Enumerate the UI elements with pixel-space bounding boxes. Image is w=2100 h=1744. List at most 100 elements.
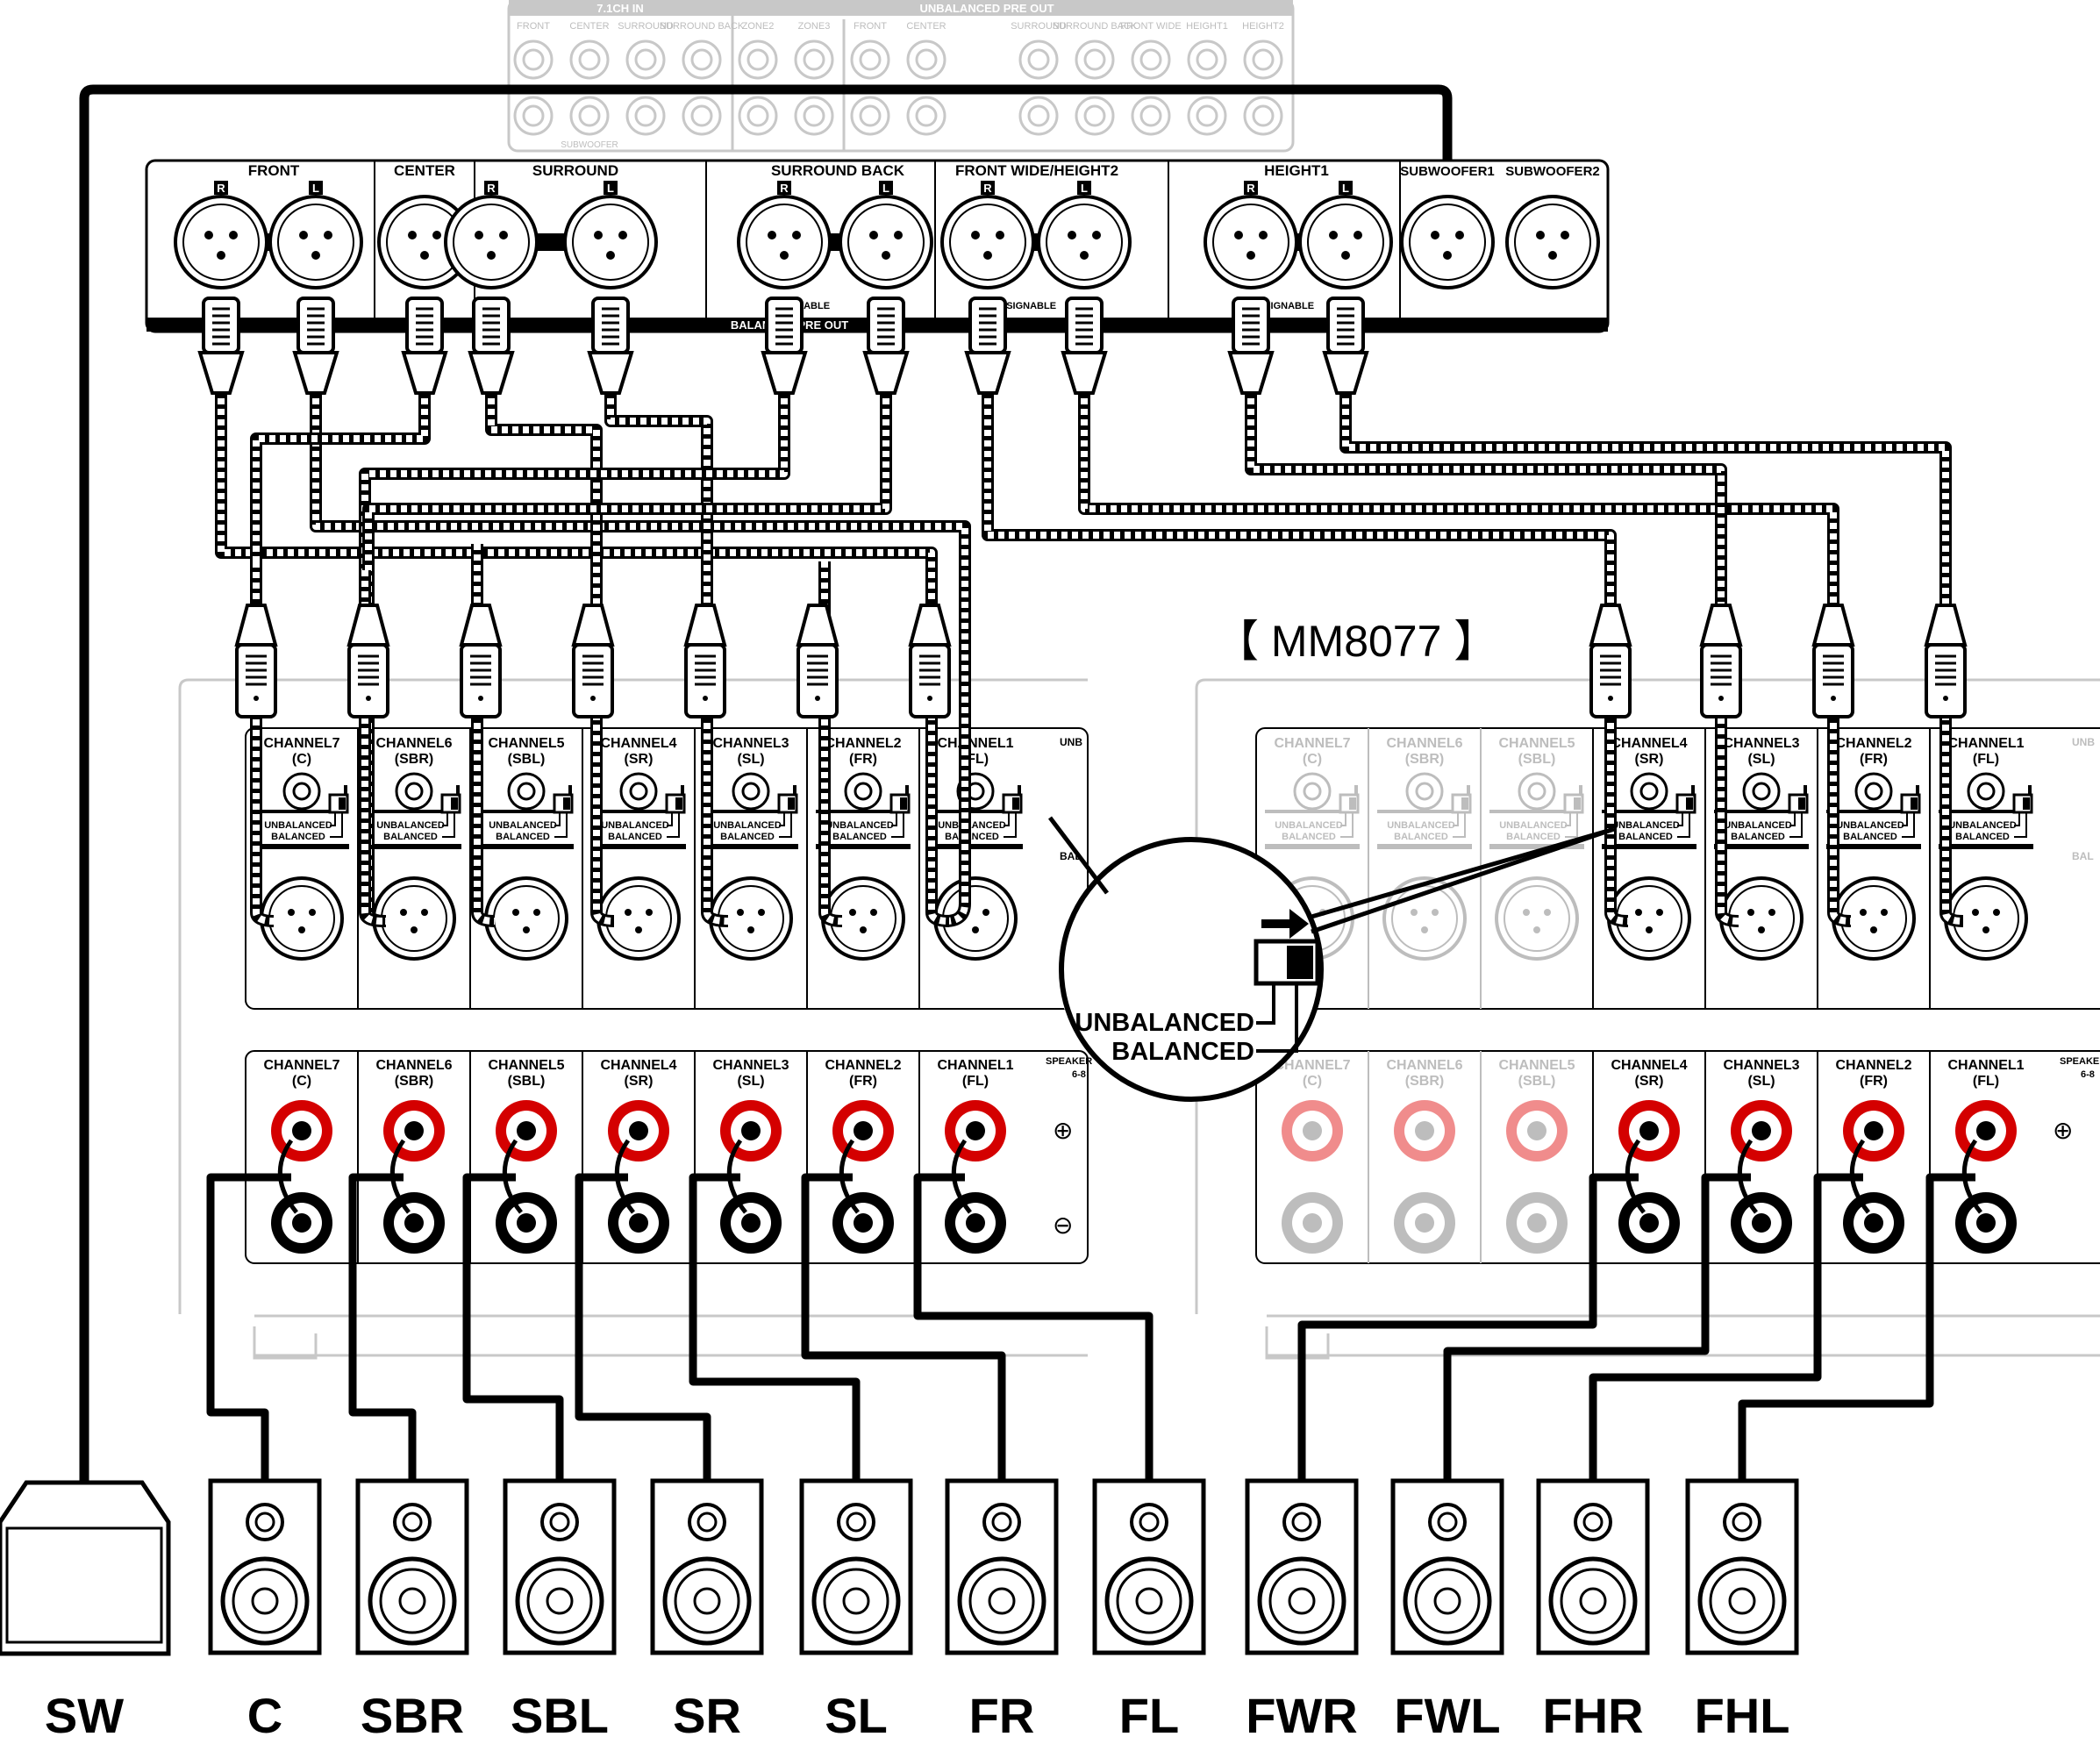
xlr-input-jack [1495, 876, 1579, 961]
speaker-terminal-plus-post [1415, 1121, 1434, 1140]
channel-mark: L [607, 182, 614, 195]
woofer-cone [968, 1568, 1035, 1634]
speaker-channel-label: CHANNEL5 [1498, 1058, 1575, 1073]
unb-rca-jack-inner [690, 104, 713, 127]
woofer [368, 1556, 457, 1646]
switch-leader [554, 812, 568, 838]
xlr-pin [1443, 251, 1452, 260]
unb-rca-jack [738, 96, 778, 136]
input-rca-jack [1518, 772, 1556, 811]
plug-dot [1608, 696, 1613, 701]
speaker-channel-sub: (C) [292, 1074, 311, 1089]
switch-balanced-label: BALANCED [271, 832, 325, 842]
xlr-jack [737, 195, 832, 289]
speaker-channel-label: CHANNEL2 [825, 1058, 901, 1073]
xlr-input-ring [1504, 885, 1570, 952]
plug-dot [1718, 696, 1724, 701]
unb-rca-jack-inner [1196, 104, 1218, 127]
top-plug-boot [292, 351, 339, 395]
speaker-channel-label: CHANNEL4 [600, 1058, 676, 1073]
balanced-group-label-2: SURROUND [532, 162, 618, 179]
speaker-cabinet [503, 1478, 617, 1655]
woofer-cap [693, 1587, 721, 1615]
switch-unbalanced-label: UNBALANCED [1611, 820, 1680, 831]
speaker-terminal-minus-post [1864, 1213, 1883, 1233]
tweeter-dome [1732, 1512, 1753, 1533]
speaker-terminal-plus-post [1976, 1121, 1996, 1140]
amp-plug-boot [1924, 604, 1968, 647]
xlr-pin [768, 231, 776, 239]
xlr-pin [1259, 231, 1268, 239]
speaker-label-sbl: SBL [511, 1688, 609, 1743]
amp-plug-boot [234, 604, 278, 647]
unb-rca-jack-inner [1027, 48, 1050, 71]
speaker-terminal-plus-post [854, 1121, 873, 1140]
switch-unbalanced-label: UNBALANCED [1387, 820, 1455, 831]
unb-rca-jack-inner [803, 104, 825, 127]
speaker-terminal-plus-post [1527, 1121, 1546, 1140]
xlr-jack-ring [746, 204, 823, 281]
tweeter-dome [1437, 1512, 1458, 1533]
switch-unbalanced-label: UNBALANCED [376, 820, 445, 831]
input-rca-jack [844, 772, 882, 811]
switch-unbalanced-label: UNBALANCED [601, 820, 669, 831]
plug-dot [703, 696, 708, 701]
tweeter-dome [1582, 1512, 1604, 1533]
xlr-input-pin [1982, 926, 1989, 933]
speaker-cabinet [1245, 1478, 1359, 1655]
top-plug-boot [1322, 351, 1369, 395]
channel-mark-box [1077, 181, 1091, 195]
channel-mark-box [214, 181, 228, 195]
channel-name-label: CHANNEL2 [1835, 736, 1911, 751]
channel-name-label: CHANNEL4 [1611, 736, 1687, 751]
callout-balanced-label: BALANCED [1111, 1038, 1254, 1066]
tweeter-dome [991, 1512, 1012, 1533]
speaker-terminal-minus-post [741, 1213, 761, 1233]
speaker-channel-sub: (SL) [737, 1074, 764, 1089]
input-rca-jack [956, 772, 995, 811]
xlr-input-pin [298, 926, 305, 933]
switch-knob [1012, 797, 1019, 810]
speaker-cabinet [1092, 1478, 1206, 1655]
speaker-label-c: C [247, 1688, 282, 1743]
speaker-label-fr: FR [969, 1688, 1035, 1743]
switch-leader [1677, 812, 1690, 838]
xlr-jack [1298, 195, 1393, 289]
unb-rca-jack-inner [915, 48, 938, 71]
balanced-group-label-1: CENTER [394, 162, 455, 179]
xlr-jack-ring [949, 204, 1026, 281]
input-rca-jack-inner [741, 782, 761, 801]
switch-underline [1939, 844, 2033, 849]
xlr-pin [1234, 231, 1243, 239]
xlr-input-pin [1768, 909, 1775, 916]
speaker-cabinet [945, 1478, 1059, 1655]
unb-rca-jack-inner [634, 48, 657, 71]
input-rca-jack-inner [1527, 782, 1546, 801]
xlr-input-pin [1411, 909, 1418, 916]
switch-unbalanced-label: UNBALANCED [713, 820, 782, 831]
speaker-terminal-minus-post [629, 1213, 648, 1233]
speaker-terminal-minus-post [854, 1213, 873, 1233]
switch-underline [1377, 844, 1472, 849]
unb-rca-jack [1187, 39, 1227, 80]
unb-rca-jack-inner [1083, 48, 1106, 71]
unb-rca-jack-inner [578, 48, 601, 71]
input-rca-jack-inner [1303, 782, 1322, 801]
unb-rca-jack [1243, 96, 1283, 136]
unb-rca-jack-inner [690, 48, 713, 71]
channel-name-label: CHANNEL2 [825, 736, 901, 751]
xlr-input-pin [1870, 926, 1877, 933]
xlr-input-pin [1881, 909, 1888, 916]
input-rca-jack-inner [1415, 782, 1434, 801]
xlr-input-pin [1656, 909, 1663, 916]
speaker-cabinet [208, 1478, 322, 1655]
speaker-terminal-minus-post [517, 1213, 536, 1233]
xlr-pin [324, 231, 332, 239]
balanced-cable-braid [984, 377, 1629, 925]
woofer [1548, 1556, 1638, 1646]
woofer-cone [1709, 1568, 1775, 1634]
unb-rca-jack-inner [578, 104, 601, 127]
channel-name-label: CHANNEL1 [1947, 736, 2024, 751]
unb-jack-label: HEIGHT1 [1186, 21, 1228, 32]
